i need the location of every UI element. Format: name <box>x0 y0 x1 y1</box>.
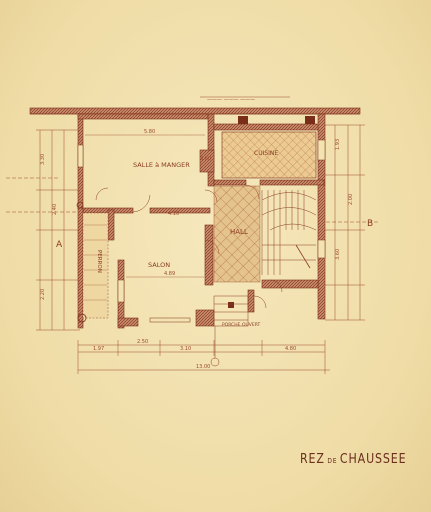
dim-bottom-a: 1.97 <box>93 346 104 352</box>
windows <box>77 139 326 323</box>
section-marker-left: A <box>56 240 63 250</box>
right-dimension-lines <box>320 124 380 321</box>
section-marker-right: B <box>367 219 373 229</box>
porch-steps <box>210 295 249 367</box>
dim-bottom-b: 2.50 <box>137 339 148 345</box>
dim-bottom-c: 3.10 <box>180 346 191 352</box>
perron-area <box>82 212 109 319</box>
top-annotation: ——— ——— ——— <box>207 97 255 103</box>
dim-mid-width: 4.10 <box>168 211 179 217</box>
dim-dining-height: 3.60 <box>200 156 211 162</box>
dim-left-a: 2.20 <box>40 289 46 300</box>
dim-right-b: 2.00 <box>348 194 354 205</box>
top-wall-strip <box>29 107 361 115</box>
hall-floor <box>213 185 261 283</box>
pillar-marks <box>228 116 315 308</box>
room-label-hall: HALL <box>230 228 248 236</box>
room-label-dining: SALLE à MANGER <box>133 161 190 169</box>
dim-left-c: 3.30 <box>40 154 46 165</box>
room-label-kitchen: CUISINE <box>254 150 278 157</box>
dim-right-a: 1.93 <box>335 139 341 150</box>
title-connector: DE <box>327 457 338 465</box>
dim-right-c: 3.60 <box>335 249 341 260</box>
dim-salon-width: 4.89 <box>164 271 175 277</box>
door-swings <box>95 184 283 309</box>
room-label-salon: SALON <box>148 261 170 269</box>
room-label-perron: PERRON <box>96 250 102 273</box>
dim-bottom-d: 4.80 <box>285 346 296 352</box>
kitchen-floor <box>221 131 317 179</box>
staircase <box>261 190 317 275</box>
dim-left-b: 2.40 <box>52 204 58 215</box>
dim-overall: 13.00 <box>196 364 210 370</box>
title-part-b: CHAUSSEE <box>339 452 407 467</box>
downpipe-symbol <box>77 313 87 323</box>
dim-top-width: 5.80 <box>144 129 155 135</box>
left-dimension-lines <box>6 129 80 331</box>
perron-steps <box>84 224 107 301</box>
bottom-dimension-lines <box>77 340 330 374</box>
title-part-a: REZ <box>300 452 325 467</box>
room-label-porch: PORCHE OUVERT <box>222 322 261 328</box>
